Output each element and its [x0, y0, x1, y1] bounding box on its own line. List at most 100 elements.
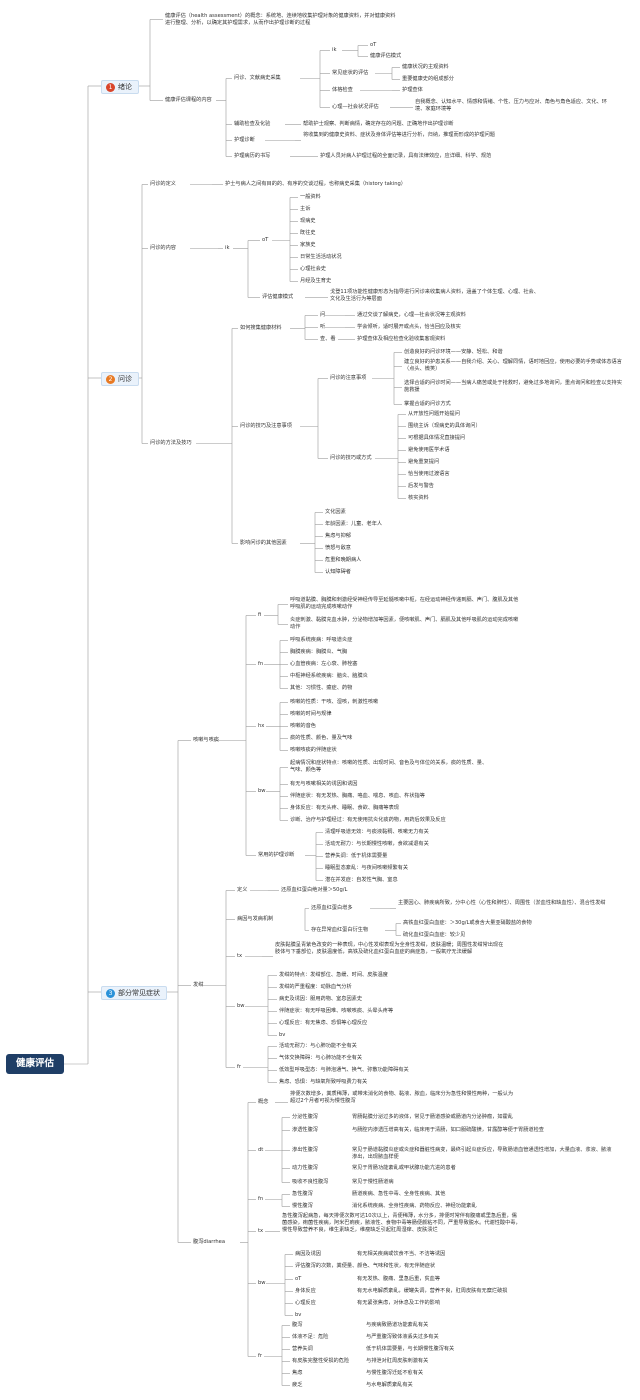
way-node: 问诊的技巧或方式: [330, 455, 372, 461]
diarrhea-tx-sub: 急性腹泻起病急，每天排便次数可达10次以上，青便稀薄，水分多，排便时常伴有腹痛或…: [282, 1213, 521, 1233]
symptom-sub-2: 重要健康史的组成部分: [402, 76, 454, 82]
section-inquiry-label: 问诊: [118, 375, 132, 383]
way-item: 避免使用医学术语: [408, 447, 450, 453]
health-model: 评估健康模式: [262, 294, 294, 300]
root-node[interactable]: 健康评估: [6, 1054, 64, 1074]
attention-item: 建立良好的护患关系——自我介绍、关心、理解同情，语时地回应，使用必要的手势或体态…: [404, 359, 622, 372]
record-node: 护理病历的书写: [234, 153, 271, 159]
bwd-item-desc: 有无发热、腹痛、里急后重，贫血等: [357, 1276, 441, 1282]
ik-node: ik: [332, 47, 337, 53]
content-item: 家族史: [300, 242, 316, 248]
attention-item: 创造良好的问诊环境——安静、轻松、和谐: [404, 349, 503, 355]
collect-ask-sub: 通过交谈了解病史，心理—社会状况等主观资料: [357, 312, 466, 318]
attention-node: 问诊的注意事项: [330, 375, 367, 381]
diarrhea-dt: dt: [258, 1147, 264, 1153]
nursing-item: 潜在并发症：自发性气胸、窒息: [325, 877, 398, 883]
cyan-tx-sub: 皮肤黏膜呈青紫色改变的一种表现，中心性发绀表现为全身性发绀，皮肤温暖；周围性发绀…: [275, 942, 504, 955]
cough-hx-item: 咳嗽的时间与规律: [290, 711, 332, 717]
nursing-item: 活动无耐力：与长期慢性咳嗽，食欲减退有关: [325, 841, 429, 847]
cough-hx-item: 咳嗽咳痰的伴随症状: [290, 747, 337, 753]
fn-item-label: 急性腹泻: [292, 1191, 313, 1197]
nursing-item: 营养失调：低于机体需要量: [325, 853, 388, 859]
nursing-diag-sub: 将收集到的健康史资料、症状及身体评估等进行分析，归纳，推理而形成的护理问题: [303, 132, 495, 138]
factor-item: 愤怒与敌意: [325, 545, 351, 551]
cyan-def: 定义: [237, 887, 248, 893]
cough-bw-item: 伴随症状：有无发热、胸痛、咯血、喘息、咳血、杵状指等: [290, 793, 425, 799]
cough-hx-item: 咳嗽的性质：干咳、湿咳，刺激性咳嗽: [290, 699, 379, 705]
frd-item-desc: 与慢性腹泻迁延不愈有关: [366, 1370, 424, 1376]
nursing-diag: 护理诊断: [234, 137, 255, 143]
cyan-bw: bw: [237, 1003, 245, 1009]
bwd-item-desc: 有无水电解质紊乱，缓罐失调，营养不良，肛周皮肤有无糜烂破损: [357, 1288, 508, 1294]
collect-check-sub: 护理查体及相应检查化验收集客观资料: [357, 336, 446, 342]
frd-item-label: 焦虑: [292, 1370, 303, 1376]
dt-item-label: 动力性腹泻: [292, 1165, 318, 1171]
cough-hx-item: 咳嗽的音色: [290, 723, 316, 729]
way-item: 恰当使用过渡语言: [408, 471, 450, 477]
cyan-ab-2: 硫化血红蛋白血症：较少见: [403, 932, 466, 938]
cough-hx: hx: [258, 723, 265, 729]
cough-fi-1: 呼吸道黏膜、胸膜和刺激经受神经传导至延髓咳嗽中枢，在经运动神经传递到膈、声门、腹…: [290, 597, 519, 610]
cough-hx-item: 痰的性质、颜色、量及气味: [290, 735, 353, 741]
section-intro-label: 绪论: [118, 83, 132, 91]
record-sub: 护理人员对病人护理过程的全面记录，具有法律效应，应详细、科学、规范: [320, 153, 492, 159]
content-item: 月经及生育史: [300, 278, 332, 284]
ik-node-2: ik: [225, 245, 230, 251]
bwd-item-label: 评估腹泻的次数，粪便量、颜色、气味和性状，有无伴随症状: [295, 1263, 436, 1269]
cyan-cause: 病因与发病机制: [237, 916, 274, 922]
cyan-bw-item: 发绀的严重程度：动脉血气分析: [279, 984, 352, 990]
diarrhea-concept-sub: 排便次数增多，粪质稀薄，或带未消化的食物、黏液、脓血，临床分为急性和慢性两种，一…: [290, 1091, 514, 1104]
factors-node: 影响问诊的其他因素: [240, 540, 287, 546]
symptom-eval: 常见症状的评估: [332, 70, 369, 76]
cyan-central-sub: 主要因心、肺疾病所致，分中心性（心性和肺性）、周围性（淤血性和缺血性）、混合性发…: [398, 900, 606, 906]
cough-fn-item: 呼吸系统疾病：呼吸道炎症: [290, 637, 353, 643]
dt-item-desc: 常见于胃肠功能紊乱或甲状腺功能亢进的患者: [352, 1165, 456, 1171]
cough-fn-item: 中枢神经系统疾病：脑炎、脑膜炎: [290, 673, 368, 679]
content-item: 现病史: [300, 218, 316, 224]
cyanosis-node: 发绀: [193, 982, 204, 988]
frd-item-label: 腹泻: [292, 1322, 303, 1328]
badge-1: 1: [106, 82, 115, 92]
cyan-bw-item: 发绀的特点：发绀部位、急缓、时间、皮肤温度: [279, 972, 388, 978]
cough-bw-item: 起病情况和症状特点：咳嗽的性质、出现时间、音色及与体位的关系，痰的性质、量、气味…: [290, 760, 488, 773]
factor-item: 认知障碍者: [325, 569, 351, 575]
lab-sub: 帮助护士观察、判断病情，确定存在的问题、正确地作出护理诊断: [303, 121, 454, 127]
dt-item-desc: 常见于慢性肠道病: [352, 1179, 394, 1185]
cyan-def-sub: 还原血红蛋白绝对量＞50g/L: [281, 887, 348, 893]
collect-check: 查、看: [320, 336, 336, 342]
dt-item-label: 分泌性腹泻: [292, 1114, 318, 1120]
frd-item-desc: 低于机体需要量，与长期慢性腹泻有关: [366, 1346, 455, 1352]
fn-item-desc: 肠道疾病、急性中毒、全身性疾病、其他: [352, 1191, 446, 1197]
cough-fn-item: 胸膜疾病：胸膜炎、气胸: [290, 649, 348, 655]
diarrhea-fn: fn: [258, 1196, 264, 1202]
cyan-ab-1: 高铁血红蛋白血症：＞30g/L或食含大量亚硝酸盐的食物: [403, 920, 532, 926]
cough-fi-2: 炎症刺激、黏膜充血水肿，分泌物增加等因素，便咳嗽肌、声门、膈肌及其他呼吸肌的运动…: [290, 617, 519, 630]
frd-item-desc: 与严重腹泻致体液丢失过多有关: [366, 1334, 439, 1340]
factor-item: 焦虑与抑郁: [325, 533, 351, 539]
nursing-item: 睡眠型态紊乱：与夜间咳嗽频繁有关: [325, 865, 409, 871]
way-item: 核实资料: [408, 495, 429, 501]
factor-item: 文化因素: [325, 509, 346, 515]
inquiry-method: 问诊的方法及技巧: [150, 440, 192, 446]
bwd-item-label: 身体反应: [295, 1288, 316, 1294]
cyan-central: 还原血红蛋白增多: [311, 905, 353, 911]
frd-item-label: 体液不足：危险: [292, 1334, 329, 1340]
cough-bw-item: 身体反应：有无头疼、睡眠、食欲、胸痛等表现: [290, 805, 399, 811]
inquiry-def: 问诊的定义: [150, 181, 176, 187]
way-item: 从开放性问题开始提问: [408, 411, 460, 417]
inquiry-def-sub: 护士与病人之间有目的的、有序的交谈过程，也称病史采集（history takin…: [225, 181, 406, 187]
dt-item-label: 渗透性腹泻: [292, 1127, 318, 1133]
dt-item-label: 吸收不良性腹泻: [292, 1179, 329, 1185]
collect-listen: 听: [320, 324, 326, 330]
ot-node: oT: [370, 42, 377, 48]
health-model-sub: 戈登11项功能性健康形态为指导进行问诊来收集病人资料，涵盖了个体生理、心理、社会…: [330, 289, 539, 302]
cough-fi: fi: [258, 612, 262, 618]
collect-ask: 问: [320, 312, 326, 318]
content-item: 一般资料: [300, 194, 321, 200]
way-item: 围绕主诉（现病史的具体询问）: [408, 423, 481, 429]
nursing-item: 清理呼吸道无效：与痰液黏稠、咳嗽无力有关: [325, 829, 429, 835]
inquiry-content: 问诊的内容: [150, 245, 176, 251]
